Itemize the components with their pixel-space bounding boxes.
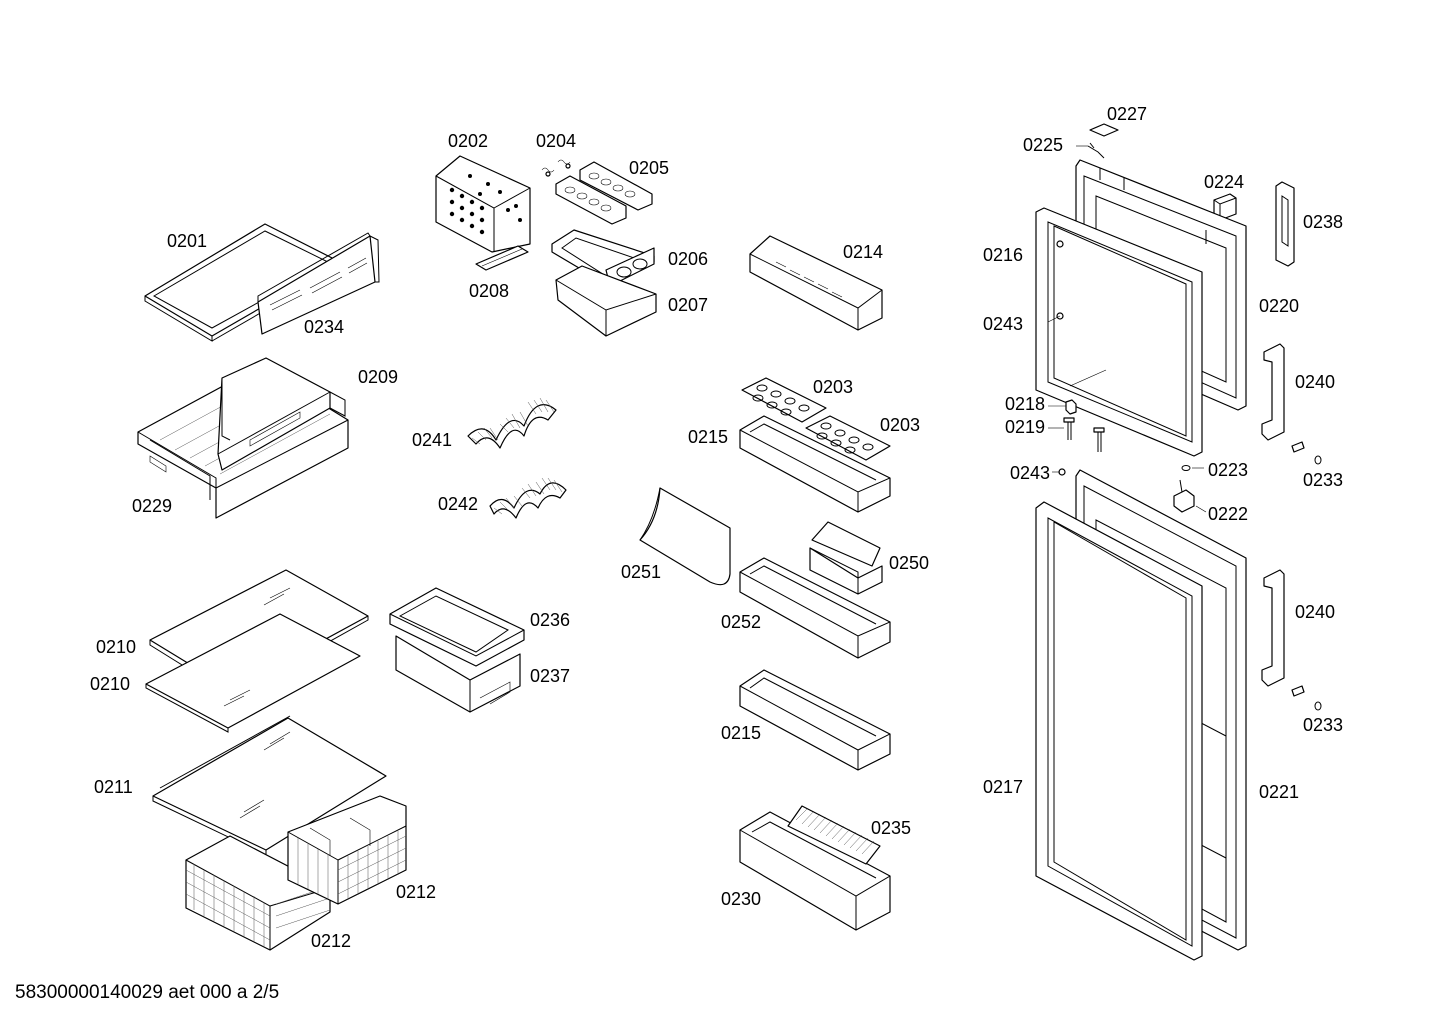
label-0233-b: 0233	[1303, 715, 1343, 735]
label-0236: 0236	[530, 610, 570, 630]
part-0205-ice-trays	[555, 161, 653, 225]
label-0215-b: 0215	[721, 723, 761, 743]
label-0218: 0218	[1005, 394, 1045, 414]
part-0209-divider	[217, 357, 346, 471]
label-0227: 0227	[1107, 104, 1147, 124]
drawing-reference-footer: 58300000140029 aet 000 a 2/5	[15, 982, 279, 1003]
label-0230: 0230	[721, 889, 761, 909]
label-0241: 0241	[412, 430, 452, 450]
label-0217: 0217	[983, 777, 1023, 797]
label-0238: 0238	[1303, 212, 1343, 232]
label-0207: 0207	[668, 295, 708, 315]
label-0250: 0250	[889, 553, 929, 573]
label-0233-a: 0233	[1303, 470, 1343, 490]
label-0209: 0209	[358, 367, 398, 387]
label-0203-a: 0203	[813, 377, 853, 397]
part-0216-upper-gasket	[1035, 207, 1203, 457]
label-0221: 0221	[1259, 782, 1299, 802]
label-0243-b: 0243	[1010, 463, 1050, 483]
label-0240-a: 0240	[1295, 372, 1335, 392]
label-0220: 0220	[1259, 296, 1299, 316]
part-0230-bottle-bin	[739, 811, 891, 931]
part-0252-door-bin	[739, 557, 891, 659]
label-0210-a: 0210	[96, 637, 136, 657]
label-0212-a: 0212	[396, 882, 436, 902]
part-0210-glass-shelf-lower	[145, 613, 361, 733]
part-0223-washer	[1181, 465, 1191, 471]
part-0203-egg-tray-b	[805, 415, 891, 461]
part-0236-box-frame	[389, 587, 525, 667]
label-0201: 0201	[167, 231, 207, 251]
part-0234-front-trim	[257, 232, 380, 335]
label-0203-b: 0203	[880, 415, 920, 435]
part-0202-fan-cover	[435, 155, 531, 253]
label-0204: 0204	[536, 131, 576, 151]
label-0211: 0211	[94, 777, 133, 797]
part-0214-door-bin	[749, 235, 883, 331]
part-0204-springs	[541, 159, 571, 177]
part-0251-curved-cover	[639, 487, 731, 586]
label-0223: 0223	[1208, 460, 1248, 480]
label-0222: 0222	[1208, 504, 1248, 524]
label-0243-a: 0243	[983, 314, 1023, 334]
part-0235-bottle-holder	[787, 805, 881, 865]
label-0252: 0252	[721, 612, 761, 632]
label-0240-b: 0240	[1295, 602, 1335, 622]
part-0207-ice-container	[555, 265, 657, 337]
part-0240-handle-upper	[1261, 343, 1285, 441]
label-0234: 0234	[304, 317, 344, 337]
part-0203-egg-tray-a	[741, 377, 827, 423]
label-0208: 0208	[469, 281, 509, 301]
part-0219-pin	[1063, 417, 1105, 452]
label-0219: 0219	[1005, 417, 1045, 437]
part-0208-foam-strip	[475, 245, 529, 271]
label-0229: 0229	[132, 496, 172, 516]
part-0233-screw-upper	[1291, 441, 1322, 465]
label-0235: 0235	[871, 818, 911, 838]
label-0214: 0214	[843, 242, 883, 262]
label-0225: 0225	[1023, 135, 1063, 155]
part-0240-handle-lower	[1261, 569, 1285, 687]
part-0238-hinge-cover	[1275, 181, 1295, 267]
part-0215-door-bin-lower	[739, 669, 891, 771]
part-number-labels: 0201 0202 0203 0203 0204 0205 0206 0207 …	[90, 104, 1343, 951]
label-0210-b: 0210	[90, 674, 130, 694]
part-0237-box-container	[395, 635, 521, 713]
part-0212-wire-basket-b	[287, 795, 407, 905]
label-0202: 0202	[448, 131, 488, 151]
label-0212-b: 0212	[311, 931, 351, 951]
part-0241-bottle-rack	[467, 397, 557, 449]
label-0216: 0216	[983, 245, 1023, 265]
label-0215-a: 0215	[688, 427, 728, 447]
part-0233-screw-lower	[1291, 685, 1322, 711]
part-0222-hinge	[1173, 479, 1195, 513]
part-0225-hinge-pin	[1087, 142, 1105, 159]
leader-lines	[1047, 145, 1207, 513]
part-0211-cover-plate	[152, 715, 387, 856]
label-0224: 0224	[1204, 172, 1244, 192]
label-0206: 0206	[668, 249, 708, 269]
label-0242: 0242	[438, 494, 478, 514]
part-0218-bushing	[1065, 399, 1077, 415]
label-0251: 0251	[621, 562, 661, 582]
part-0217-lower-gasket	[1035, 501, 1203, 961]
part-0242-bottle-rack	[489, 477, 567, 519]
label-0237: 0237	[530, 666, 570, 686]
label-0205: 0205	[629, 158, 669, 178]
part-0250-butter-dish	[809, 521, 883, 595]
part-0206-ice-tray-holder	[551, 229, 655, 287]
part-0215-door-bin-upper	[739, 415, 891, 513]
part-0227-cap	[1089, 123, 1119, 137]
